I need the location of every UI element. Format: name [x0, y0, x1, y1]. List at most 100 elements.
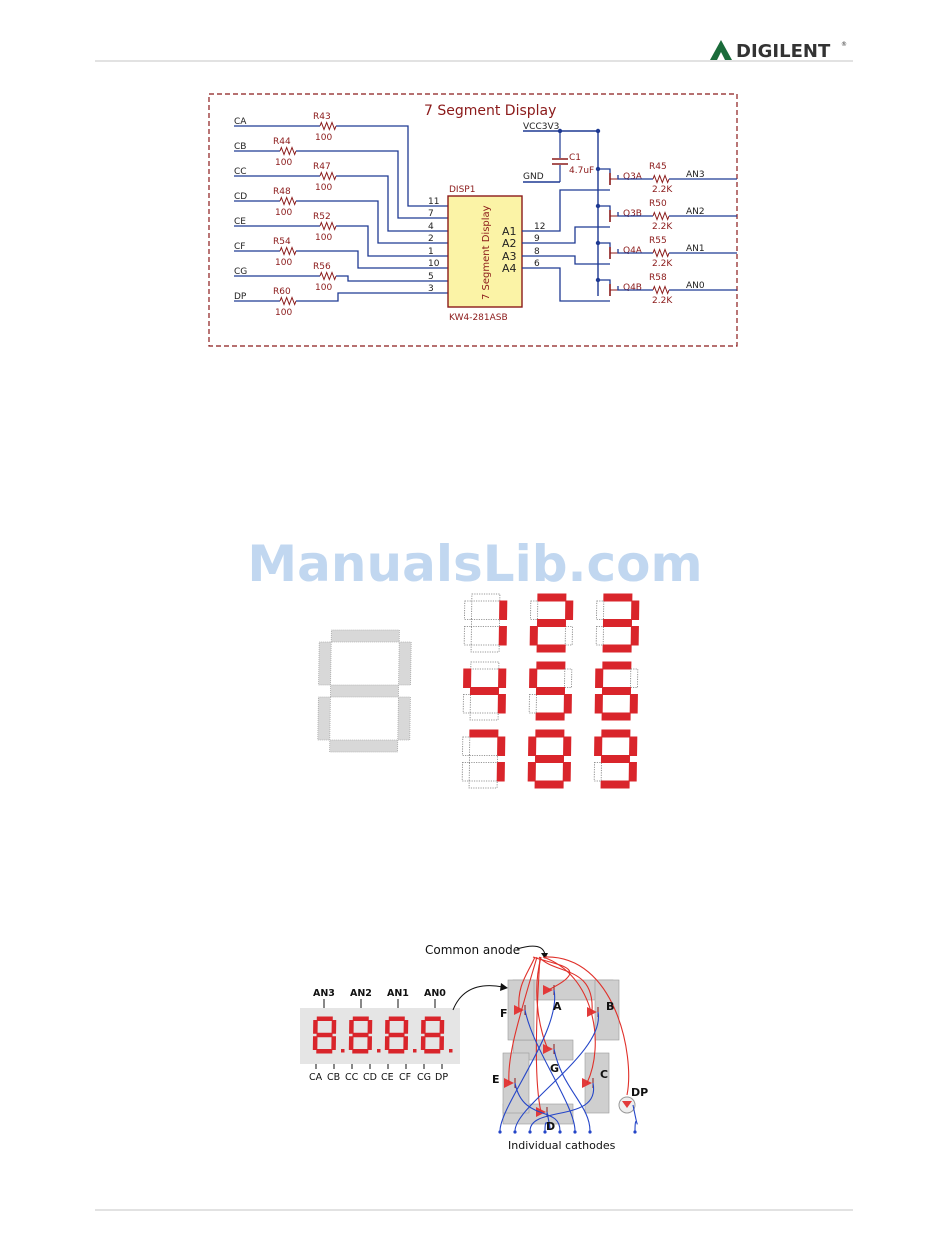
chip-anode-pin-name: A1 — [502, 225, 517, 238]
segment-label: C — [600, 1068, 608, 1081]
segment-d — [601, 712, 631, 721]
segment-d — [424, 1049, 441, 1054]
cathode-wire — [514, 1011, 599, 1132]
segment-g — [469, 687, 500, 695]
segment-a — [603, 593, 633, 602]
segment-a — [352, 1016, 369, 1021]
base-wire — [617, 212, 653, 217]
segment-c — [397, 696, 411, 741]
anode-net-label: AN0 — [686, 281, 705, 291]
resistor-symbol — [279, 146, 297, 156]
segment-g — [601, 687, 632, 695]
segment-a — [537, 593, 567, 602]
segment-c — [563, 694, 572, 714]
chip-pin-number: 1 — [428, 247, 434, 257]
common-anode-label: Common anode — [425, 943, 520, 957]
schematic-title: 7 Segment Display — [424, 103, 556, 119]
resistor-ref: R52 — [313, 212, 331, 222]
cathode-wire — [499, 989, 556, 1132]
cathode-net-label: CE — [234, 217, 246, 227]
segment-g — [536, 619, 567, 627]
digilent-logo: DIGILENT ® — [710, 40, 847, 62]
base-wire — [617, 175, 653, 180]
cathode-label: CD — [363, 1072, 377, 1083]
blank-digit-outline — [317, 629, 412, 753]
segment-d — [329, 739, 399, 753]
segment-g — [469, 755, 498, 763]
cathode-wire — [524, 1009, 576, 1132]
cathode-label: CA — [309, 1072, 323, 1083]
segment-f — [529, 668, 538, 688]
individual-cathodes-label: Individual cathodes — [508, 1139, 616, 1152]
segment-g — [388, 1032, 405, 1038]
cathode-wire — [296, 200, 448, 244]
ground-label: GND — [523, 172, 544, 182]
capacitor-value: 4.7uF — [569, 166, 594, 176]
cathode-wire — [336, 275, 448, 282]
segment-g — [329, 684, 399, 698]
digit-examples-grid — [461, 593, 640, 789]
segment-e — [594, 694, 603, 714]
resistor-symbol — [319, 221, 337, 231]
segment-c — [331, 1036, 337, 1050]
expand-arrow — [452, 985, 504, 1011]
cathode-wire — [529, 1082, 594, 1132]
segment-a — [330, 629, 400, 643]
resistor-ref: R50 — [649, 199, 667, 209]
decimal-point — [449, 1049, 453, 1053]
cathode-net-label: CG — [234, 267, 247, 277]
segment-b — [630, 668, 639, 688]
seven-segment-schematic: 7 Segment Display CAR4310011CACBR441007C… — [208, 93, 738, 347]
anode-label: AN2 — [350, 988, 372, 999]
transistor-ref: Q4B — [623, 283, 642, 293]
segment-g — [471, 619, 500, 627]
segment-a — [536, 661, 566, 670]
segment-g — [316, 1032, 333, 1038]
segment-b — [499, 600, 508, 620]
resistor-symbol — [652, 174, 670, 184]
common-anode-wire — [508, 956, 538, 1084]
resistor-symbol — [652, 285, 670, 295]
segment-b — [403, 1020, 409, 1034]
segment-e — [462, 694, 471, 714]
cathode-endpoint — [633, 1130, 637, 1134]
anode-label: AN0 — [424, 988, 446, 999]
cathode-label: CC — [345, 1072, 359, 1083]
resistor-ref: R45 — [649, 162, 667, 172]
chip-pin-number: 7 — [428, 209, 434, 219]
cathode-net-label: CB — [234, 142, 246, 152]
supply-label: VCC3V3 — [523, 122, 559, 132]
segment-d — [470, 644, 500, 653]
segment-c — [562, 762, 571, 782]
resistor-value: 2.2K — [652, 222, 673, 232]
resistor-symbol — [652, 248, 670, 258]
resistor-value: 2.2K — [652, 259, 673, 269]
chip-pin-number: 11 — [428, 197, 439, 207]
segment-e — [348, 1036, 354, 1050]
segment-g — [600, 755, 631, 763]
segment-g — [602, 619, 633, 627]
manualslib-watermark: ManualsLib.com — [247, 535, 703, 593]
cathode-endpoint — [588, 1130, 592, 1134]
transistor-ref: Q3B — [623, 209, 642, 219]
resistor-ref: R58 — [649, 273, 667, 283]
chip-pin-number: 6 — [534, 259, 540, 269]
schematic-border — [208, 93, 738, 347]
chip-pin-number: 12 — [534, 222, 545, 232]
segment-b — [367, 1020, 373, 1034]
common-anode-wire — [544, 956, 630, 1096]
resistor-symbol — [319, 271, 337, 281]
segment-c — [629, 694, 638, 714]
footer-rule — [95, 1209, 853, 1211]
segment-g — [352, 1032, 369, 1038]
segment-c — [367, 1036, 373, 1050]
resistor-ref: R55 — [649, 236, 667, 246]
resistor-value: 100 — [315, 133, 332, 143]
chip-pin-number: 8 — [534, 247, 540, 257]
cathode-endpoint — [558, 1130, 562, 1134]
segment-d — [388, 1049, 405, 1054]
segment-f — [421, 1020, 426, 1034]
segment-f — [462, 736, 471, 756]
chip-anode-pin-name: A3 — [502, 250, 517, 263]
